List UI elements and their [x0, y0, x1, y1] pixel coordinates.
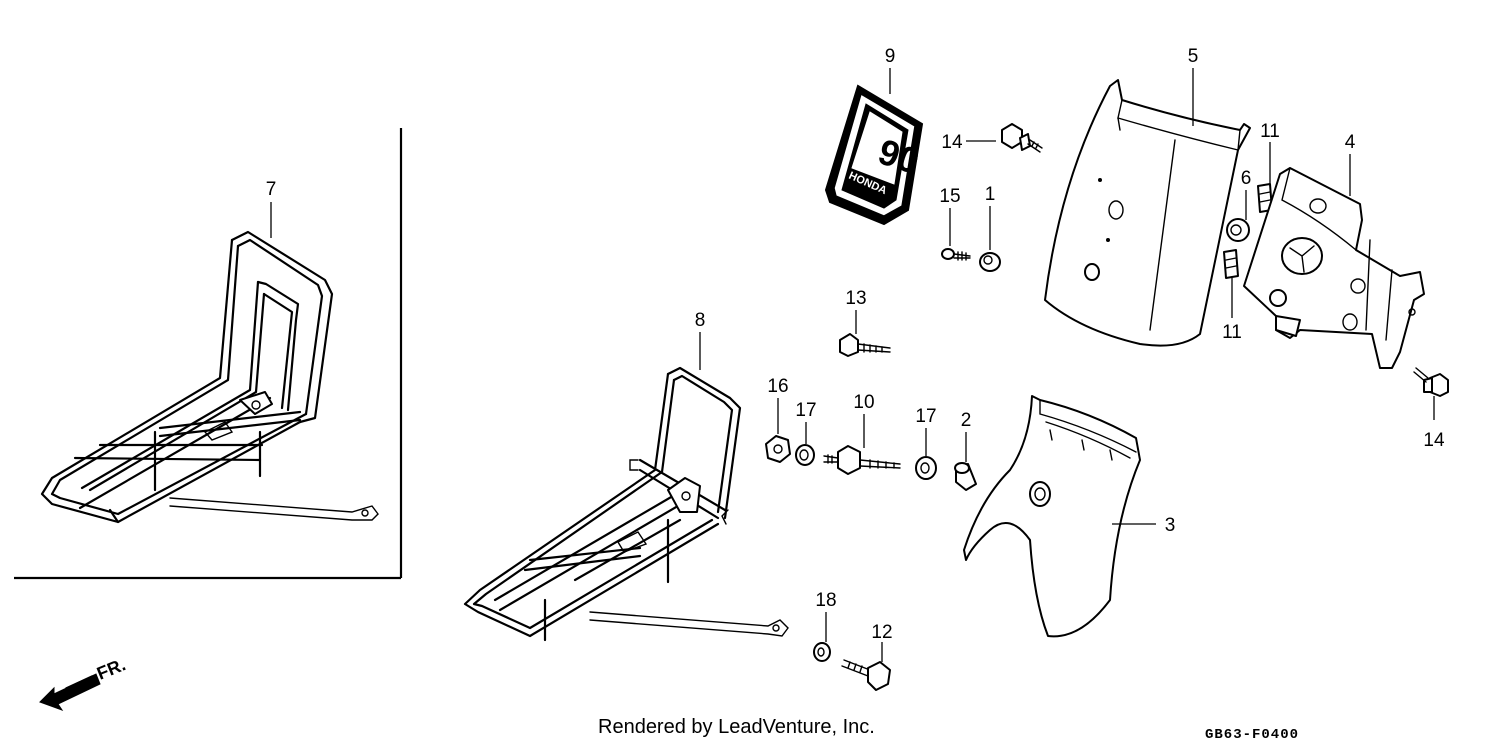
bolt-12	[841, 659, 891, 691]
callout-17a: 17	[795, 400, 816, 421]
grommet-6	[1226, 218, 1250, 242]
render-credit: Rendered by LeadVenture, Inc.	[598, 716, 875, 738]
callout-4: 4	[1345, 132, 1356, 153]
bolt-14-lower	[1413, 367, 1449, 397]
callout-11b: 11	[1222, 322, 1242, 343]
stud-10	[823, 445, 901, 475]
callout-15: 15	[939, 186, 960, 207]
callout-7: 7	[266, 179, 277, 200]
nut-16	[765, 435, 791, 463]
collar-1	[979, 252, 1001, 272]
callout-5: 5	[1188, 46, 1199, 67]
inner-cover-4	[1243, 167, 1425, 369]
washer-18	[813, 642, 831, 662]
callout-8: 8	[695, 310, 706, 331]
callout-3: 3	[1165, 515, 1176, 536]
washer-17-left	[795, 444, 815, 466]
front-cover-5	[1044, 79, 1251, 347]
callout-2: 2	[961, 410, 972, 431]
screw-15	[941, 248, 971, 261]
collar-2	[954, 462, 977, 491]
callout-12: 12	[871, 622, 892, 643]
callout-14a: 14	[941, 132, 963, 153]
bolt-14-upper	[1001, 123, 1043, 153]
emblem-9: 90 HONDA	[824, 84, 924, 226]
lower-cover-3	[963, 395, 1141, 638]
rack-7	[40, 230, 379, 524]
clip-11-lower	[1223, 249, 1239, 279]
callout-9: 9	[885, 46, 896, 67]
washer-17-right	[915, 456, 937, 480]
callout-6: 6	[1241, 168, 1252, 189]
callout-16: 16	[767, 376, 788, 397]
callout-10: 10	[853, 392, 874, 413]
diagram-code: GB63-F0400	[1205, 727, 1300, 743]
callout-13: 13	[845, 288, 866, 309]
front-direction-arrow: FR.	[39, 654, 128, 711]
bolt-13	[839, 333, 891, 357]
callout-14b: 14	[1423, 430, 1445, 451]
callout-17b: 17	[915, 406, 936, 427]
callout-1: 1	[985, 184, 996, 205]
rack-8	[463, 366, 789, 642]
callout-18: 18	[815, 590, 836, 611]
inset-border	[14, 128, 403, 580]
direction-label: FR.	[94, 654, 128, 683]
callout-11a: 11	[1260, 121, 1280, 142]
